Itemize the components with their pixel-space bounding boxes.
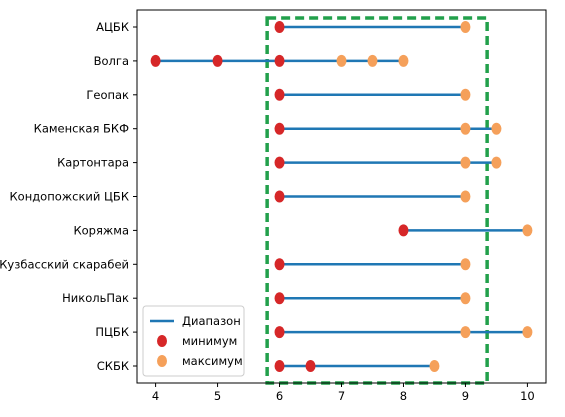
max-point (491, 122, 502, 135)
legend-label: максимум (182, 354, 243, 368)
min-point (274, 326, 285, 339)
max-point (460, 122, 471, 135)
y-tick-label: Волга (94, 54, 129, 68)
max-point (460, 292, 471, 305)
min-point (274, 54, 285, 67)
min-point (274, 122, 285, 135)
max-point (491, 156, 502, 169)
x-tick-label: 9 (462, 389, 469, 403)
max-point (460, 326, 471, 339)
min-point (274, 156, 285, 169)
y-tick-label: НикольПак (62, 291, 129, 305)
max-point (398, 54, 409, 67)
min-point (274, 258, 285, 271)
min-point (274, 88, 285, 101)
x-tick-label: 10 (520, 389, 535, 403)
legend-min-swatch (157, 335, 167, 347)
min-point (274, 292, 285, 305)
max-point (367, 54, 378, 67)
max-point (336, 54, 347, 67)
x-tick-label: 8 (400, 389, 407, 403)
legend-label: минимум (182, 334, 237, 348)
highlight-box (265, 16, 489, 385)
min-point (274, 190, 285, 203)
legend-label: Диапазон (182, 314, 241, 328)
min-point (398, 224, 409, 237)
x-tick-label: 4 (152, 389, 159, 403)
min-point (150, 54, 161, 67)
y-tick-label: Кондопожский ЦБК (10, 190, 129, 204)
y-tick-label: СКБК (97, 359, 129, 373)
x-tick-label: 5 (214, 389, 221, 403)
min-point (305, 360, 316, 372)
y-tick-label: Картонтара (57, 156, 129, 170)
max-point (460, 156, 471, 169)
y-tick-label: Коряжма (73, 223, 129, 237)
max-point (460, 258, 471, 271)
x-tick-label: 7 (338, 389, 345, 403)
min-point (212, 54, 223, 67)
max-point (429, 360, 440, 372)
y-tick-label: Каменская БКФ (34, 122, 129, 136)
max-point (522, 326, 533, 339)
max-point (460, 21, 471, 33)
x-tick-label: 6 (276, 389, 283, 403)
y-tick-label: Кузбасский скарабей (0, 257, 129, 271)
legend-box (142, 305, 245, 377)
legend-max-swatch (157, 355, 167, 367)
max-point (460, 190, 471, 203)
min-point (274, 360, 285, 372)
max-point (460, 88, 471, 101)
y-tick-label: АЦБК (96, 20, 129, 34)
max-point (522, 224, 533, 237)
min-point (274, 21, 285, 33)
y-tick-label: Геопак (86, 88, 129, 102)
y-tick-label: ПЦБК (95, 325, 129, 339)
